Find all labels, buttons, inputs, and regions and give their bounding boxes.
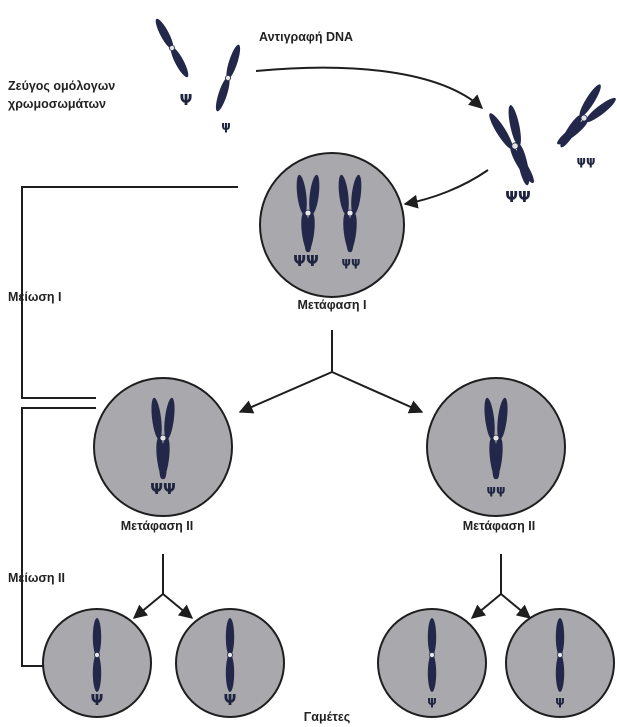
replication-arrow — [256, 68, 482, 108]
gene-label-gamete-1: Ψ — [91, 691, 104, 709]
dna-replication-label: Αντιγραφή DNA — [259, 30, 353, 44]
metaphase-1-cell — [260, 153, 404, 297]
homolog-chromosome-2 — [213, 43, 243, 112]
split-arrow-2-left-b — [163, 594, 192, 618]
gene-label-dominant-homolog: Ψ — [180, 91, 193, 109]
meiosis-2-label: Μείωση ΙΙ — [8, 571, 65, 585]
metaphase-2-left-label: Μετάφαση ΙΙ — [121, 519, 194, 533]
gene-label-metaphase-2-left: ΨΨ — [150, 480, 176, 498]
split-arrow-right-1 — [332, 372, 422, 412]
gamete-3-chromosome — [428, 618, 436, 692]
homolog-pair-label-line1: Ζεύγος ομόλογων — [8, 79, 115, 93]
split-arrow-2-right-b — [501, 594, 530, 618]
meiosis-1-label: Μείωση Ι — [8, 290, 62, 304]
gamete-4-chromosome — [556, 618, 564, 692]
gene-label-metaphase-1-dominant: ΨΨ — [293, 252, 319, 270]
gene-label-metaphase-2-right: ψψ — [486, 483, 505, 497]
split-arrow-2-left-a — [134, 594, 163, 618]
split-arrow-left-1 — [240, 372, 332, 412]
gene-label-metaphase-1-recessive: ψψ — [341, 255, 360, 269]
metaphase-1-label: Μετάφαση Ι — [297, 298, 366, 312]
split-arrow-2-right-a — [472, 594, 501, 618]
gene-label-gamete-2: Ψ — [224, 691, 237, 709]
gamete-2-chromosome — [226, 618, 234, 692]
replicated-chromosome-dominant — [486, 104, 537, 186]
replication-to-cell-arrow — [405, 170, 488, 204]
gametes-label: Γαμέτες — [304, 710, 351, 724]
gene-label-recessive-homolog: ψ — [221, 119, 231, 133]
gene-label-replicated-recessive: ψψ — [576, 154, 595, 168]
homolog-chromosome-1 — [153, 17, 191, 79]
gene-label-replicated-dominant: ΨΨ — [505, 188, 531, 206]
replicated-chromosome-recessive — [555, 82, 617, 149]
metaphase-2-right-label: Μετάφαση ΙΙ — [463, 519, 536, 533]
homolog-pair-label-line2: χρωμοσωμάτων — [8, 97, 106, 111]
gene-label-gamete-4: ψ — [555, 694, 565, 708]
gamete-1-chromosome — [93, 618, 101, 692]
gene-label-gamete-3: ψ — [427, 694, 437, 708]
